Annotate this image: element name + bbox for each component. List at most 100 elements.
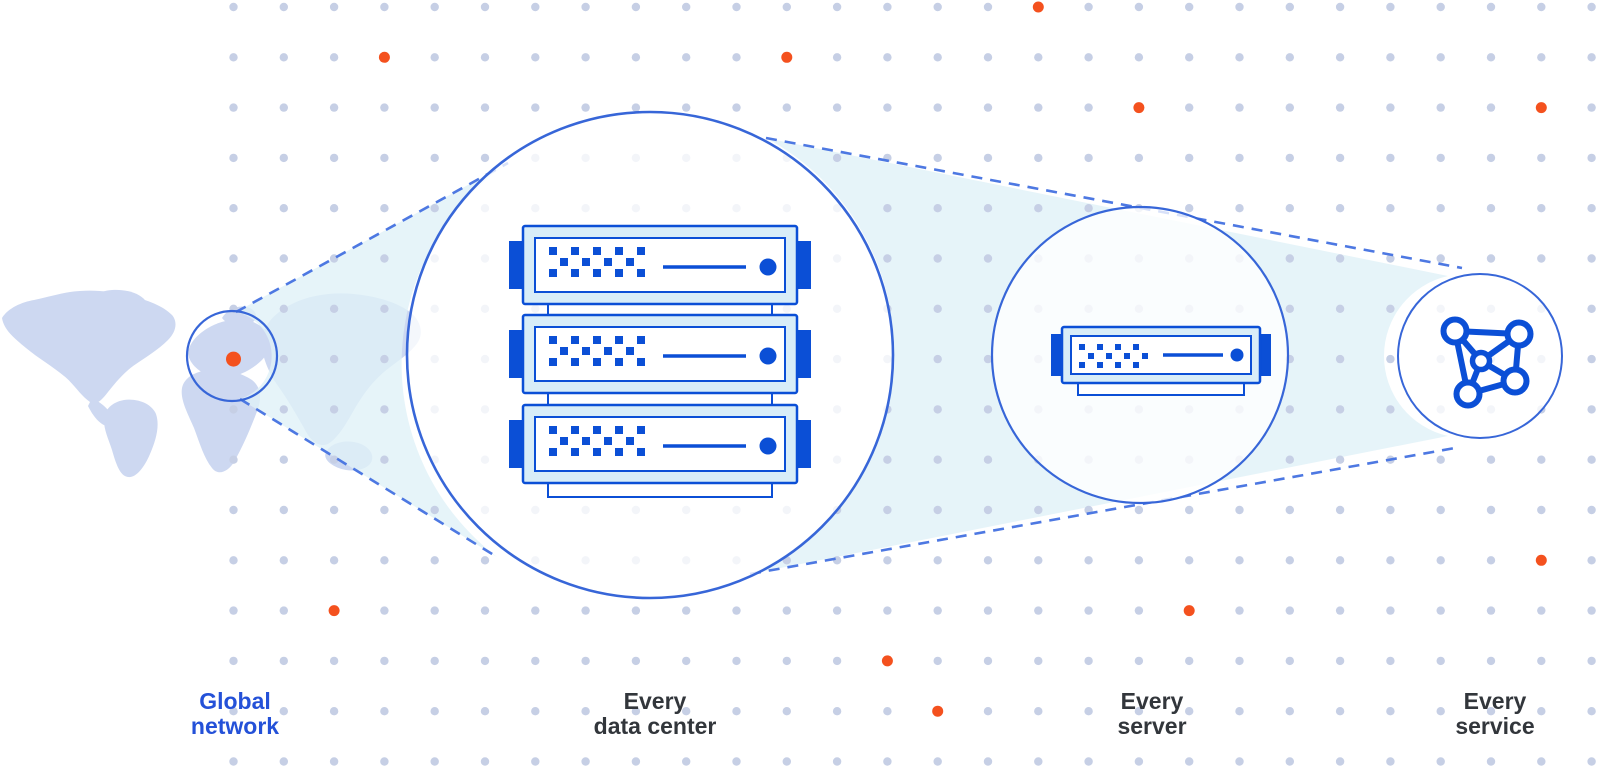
grid-dot xyxy=(1034,757,1043,766)
grid-dot xyxy=(1185,103,1194,112)
vent-dot xyxy=(593,269,601,277)
grid-dot xyxy=(531,757,540,766)
vent-dot xyxy=(593,358,601,366)
grid-dot xyxy=(933,53,942,62)
grid-dot xyxy=(329,53,339,62)
network-node xyxy=(1453,379,1483,409)
grid-dot xyxy=(1285,656,1295,666)
grid-dot xyxy=(883,53,892,62)
network-node xyxy=(1440,316,1470,346)
grid-dot xyxy=(1235,757,1244,766)
grid-dot xyxy=(933,606,942,615)
network-graph-icon xyxy=(1440,316,1534,409)
vent-dot xyxy=(1079,344,1085,350)
vent-dot xyxy=(604,437,612,445)
grid-dot xyxy=(229,103,238,112)
dashed-guides xyxy=(235,136,1463,576)
vent-dot xyxy=(615,448,623,456)
grid-dot xyxy=(933,103,942,112)
grid-dot xyxy=(1436,556,1445,565)
grid-dot xyxy=(380,455,389,464)
accent-dot xyxy=(932,705,944,717)
grid-dot xyxy=(682,53,691,62)
grid-dot xyxy=(933,757,942,766)
grid-dot xyxy=(1537,707,1546,716)
vent-dot xyxy=(615,426,623,434)
grid-dot xyxy=(1436,254,1445,263)
grid-dot xyxy=(1386,606,1395,615)
grid-dot xyxy=(1235,53,1244,62)
grid-dot xyxy=(933,656,942,666)
vent-dot xyxy=(615,358,623,366)
grid-dot xyxy=(430,656,439,666)
grid-dot xyxy=(1285,2,1295,12)
grid-dot xyxy=(1436,757,1445,766)
grid-dot xyxy=(1386,53,1395,62)
grid-dot xyxy=(983,254,993,263)
grid-dot xyxy=(1436,606,1445,615)
grid-dot xyxy=(1537,505,1546,515)
grid-dot xyxy=(329,204,339,213)
vent-dot xyxy=(549,269,557,277)
grid-dot xyxy=(1285,757,1295,766)
map-africa xyxy=(181,369,261,473)
vent-dot xyxy=(593,247,601,255)
grid-dot xyxy=(1486,606,1496,615)
grid-dot xyxy=(1084,2,1093,12)
grid-dot xyxy=(1436,204,1445,213)
grid-dot xyxy=(279,2,288,12)
grid-dot xyxy=(933,2,942,12)
grid-dot xyxy=(1185,707,1194,716)
grid-dot xyxy=(682,757,691,766)
grid-dot xyxy=(480,53,490,62)
map-north-america xyxy=(2,290,176,404)
grid-dot xyxy=(279,656,288,666)
grid-dot xyxy=(1587,707,1596,716)
grid-dot xyxy=(1587,204,1596,213)
grid-dot xyxy=(1486,505,1496,515)
grid-dot xyxy=(933,254,942,263)
grid-dot xyxy=(1587,103,1596,112)
grid-dot xyxy=(430,153,439,163)
vent-dot xyxy=(1097,344,1103,350)
grid-dot xyxy=(279,304,288,313)
accent-dot xyxy=(1535,554,1547,566)
grid-dot xyxy=(1386,656,1395,666)
grid-dot xyxy=(1134,53,1144,62)
grid-dot xyxy=(1486,656,1496,666)
grid-dot xyxy=(883,707,892,716)
grid-dot xyxy=(581,757,590,766)
vent-dot xyxy=(1097,362,1103,368)
grid-dot xyxy=(329,455,339,464)
label-line: Every xyxy=(623,688,687,714)
grid-dot xyxy=(279,405,288,414)
vent-dot xyxy=(549,448,557,456)
grid-dot xyxy=(832,757,842,766)
grid-dot xyxy=(782,757,791,766)
server-side-tab xyxy=(796,241,811,289)
grid-dot xyxy=(380,304,389,313)
grid-dot xyxy=(1084,103,1093,112)
accent-dot xyxy=(1535,102,1547,114)
grid-dot xyxy=(1386,304,1395,313)
server-led xyxy=(759,258,777,276)
server-led xyxy=(1230,348,1244,362)
accent-dot xyxy=(881,655,893,667)
grid-dot xyxy=(329,707,339,716)
grid-dot xyxy=(832,53,842,62)
grid-dot xyxy=(782,606,791,615)
server-side-tab xyxy=(1259,334,1271,376)
grid-dot xyxy=(531,103,540,112)
grid-dot xyxy=(1486,153,1496,163)
grid-dot xyxy=(983,505,993,515)
grid-dot xyxy=(480,707,490,716)
grid-dot xyxy=(1335,354,1345,364)
grid-dot xyxy=(1587,606,1596,615)
grid-dot xyxy=(1537,53,1546,62)
grid-dot xyxy=(430,2,439,12)
grid-dot xyxy=(1134,2,1144,12)
grid-dot xyxy=(380,405,389,414)
grid-dot xyxy=(581,606,590,615)
grid-dot xyxy=(1034,656,1043,666)
